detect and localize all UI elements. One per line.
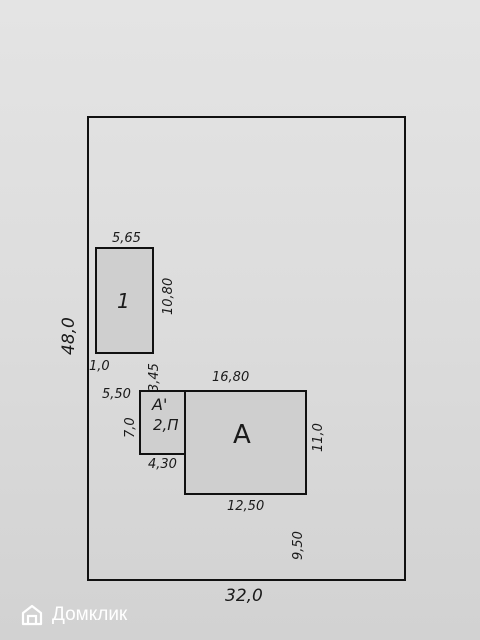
building-a [184,390,307,495]
building-a-top-label: 16,80 [212,370,249,385]
building-1-width-label: 5,65 [112,231,141,246]
gap-label: 3,45 [147,363,162,392]
annex-label: A' [151,395,167,414]
building-a-height-label: 11,0 [311,423,326,452]
lot-height-label: 48,0 [59,317,79,355]
building-a-bottom-label: 12,50 [227,499,264,514]
house-logo-icon [21,604,43,626]
lot-width-label: 32,0 [225,586,263,606]
building-a-label: А [233,420,251,450]
annex-height-label: 7,0 [123,417,138,438]
lot-offset-label: 9,50 [291,531,306,560]
watermark-text: Домклик [52,604,128,625]
annex-sublabel: 2,П [153,416,179,434]
annex-top-label: 5,50 [102,387,131,402]
annex-bottom-label: 4,30 [148,457,177,472]
watermark: Домклик [20,600,127,630]
building-1 [95,247,154,354]
building-1-label: 1 [117,289,130,313]
building-1-offset-label: 1,0 [89,359,110,374]
annex-a-prime [139,390,187,455]
building-1-height-label: 10,80 [161,278,176,315]
lot-boundary [87,116,406,581]
